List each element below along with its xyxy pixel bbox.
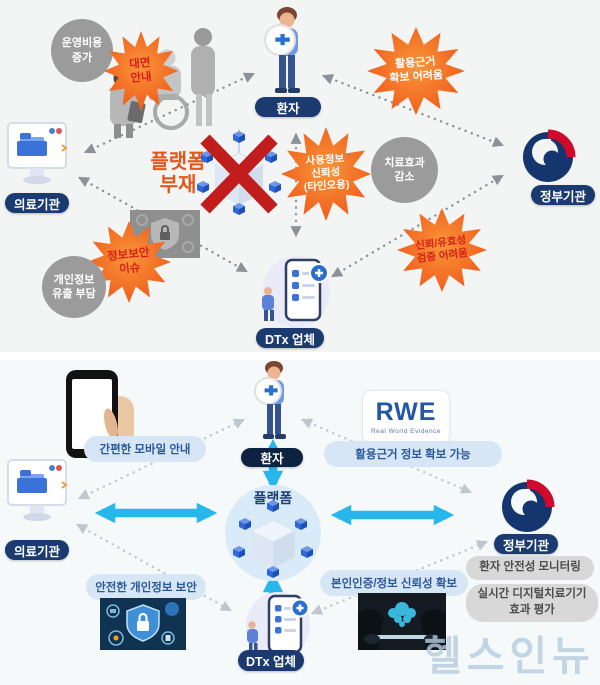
security-dark-image bbox=[100, 598, 186, 650]
issue-burst-usage: 사용정보 신뢰성 (타인오용) bbox=[281, 127, 371, 221]
node-government: 정부기관 bbox=[531, 185, 595, 205]
gov-function-evaluation: 실시간 디지털치료기기 효과 평가 bbox=[466, 584, 598, 622]
benefit-mobile-guidance: 간편한 모바일 안내 bbox=[84, 436, 206, 462]
issue-burst-evidence: 활용근거 확보 어려움 bbox=[367, 27, 465, 115]
patient-illustration-bottom bbox=[254, 361, 286, 439]
node-patient: 환자 bbox=[255, 97, 321, 117]
panel-solution: 간편한 모바일 안내 환자 RWE Real World Evidence 활용… bbox=[0, 360, 600, 685]
dtx-phone-illustration-bottom bbox=[246, 592, 310, 658]
node-dtx-bottom: DTx 업체 bbox=[238, 650, 304, 671]
watermark: 헬스인뉴스 bbox=[424, 633, 595, 679]
rwe-subtitle: Real World Evidence bbox=[370, 427, 442, 435]
platform-cubes-icon bbox=[233, 500, 313, 578]
issue-burst-face-guidance-text: 대면 안내 bbox=[129, 56, 153, 85]
issue-bubble-leak: 개인정보 유출 부담 bbox=[42, 256, 106, 318]
rwe-title: RWE bbox=[375, 397, 437, 426]
node-patient-bottom: 환자 bbox=[241, 448, 303, 467]
gov-function-monitoring: 환자 안전성 모니터링 bbox=[466, 556, 594, 580]
issue-bubble-effect: 치료효과 감소 bbox=[371, 137, 438, 203]
node-hospital-bottom: 의료기관 bbox=[5, 540, 69, 560]
hospital-computer-illustration-bottom bbox=[7, 459, 68, 521]
issue-burst-usage-text: 사용정보 신뢰성 (타인오용) bbox=[303, 153, 351, 195]
issue-burst-evidence-text: 활용근거 확보 어려움 bbox=[389, 55, 444, 85]
patient-illustration bbox=[264, 7, 300, 93]
platform-label: 플랫폼 bbox=[253, 490, 293, 506]
panel-problem: 운영비용 증가 대면 안내 환자 활용근거 확보 어려움 bbox=[0, 0, 600, 352]
node-hospital: 의료기관 bbox=[5, 193, 69, 213]
benefit-auth: 본인인증/정보 신뢰성 확보 bbox=[320, 570, 468, 596]
red-x-icon bbox=[200, 134, 278, 214]
digital-brain-image bbox=[358, 593, 446, 650]
government-emblem-icon-bottom bbox=[502, 479, 555, 532]
issue-burst-validation: 신뢰/유효성 검증 어려움 bbox=[397, 208, 487, 292]
crossed-platform-icon bbox=[197, 129, 281, 215]
rwe-card: RWE Real World Evidence bbox=[362, 390, 450, 444]
issue-bubble-operating-cost: 운영비용 증가 bbox=[51, 19, 113, 82]
node-government-bottom: 정부기관 bbox=[494, 534, 558, 554]
benefit-security: 안전한 개인정보 보안 bbox=[86, 574, 206, 600]
hospital-computer-illustration bbox=[7, 122, 68, 184]
issue-burst-validation-text: 신뢰/유효성 검증 어려움 bbox=[414, 233, 469, 266]
benefit-evidence: 활용근거 정보 확보 가능 bbox=[324, 441, 502, 467]
issue-burst-security-text: 정보보안 이슈 bbox=[106, 246, 150, 277]
node-dtx: DTx 업체 bbox=[256, 328, 324, 348]
dtx-phone-illustration bbox=[262, 256, 330, 328]
security-grayscale-image bbox=[130, 210, 200, 258]
government-emblem-icon bbox=[523, 129, 576, 182]
platform-missing-text: 플랫폼 부재 bbox=[150, 151, 206, 196]
